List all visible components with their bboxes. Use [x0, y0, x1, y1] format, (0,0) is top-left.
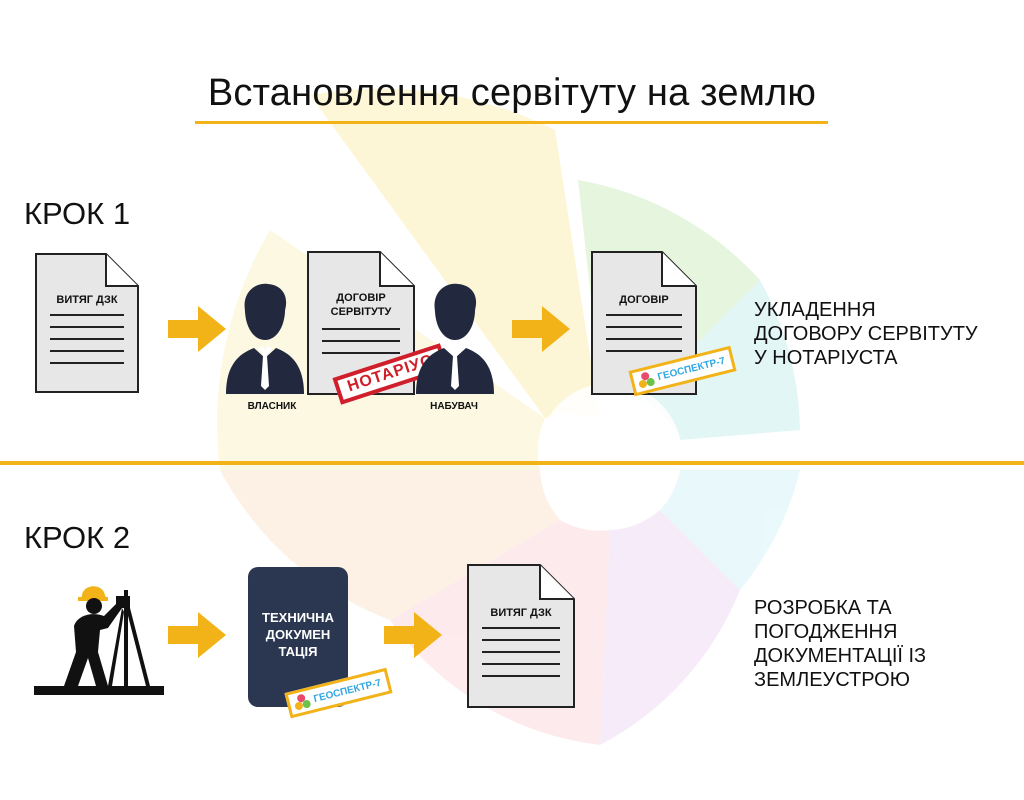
geospektr-logo-icon — [638, 372, 655, 388]
document-icon — [307, 251, 415, 395]
acquirer-person-icon — [416, 283, 494, 394]
doc-contract: ДОГОВІР СЕРВІТУТУ — [306, 250, 416, 396]
doc-result-extract: ВИТЯГ ДЗК — [466, 563, 576, 709]
owner-label: ВЛАСНИК — [247, 401, 297, 412]
document-icon — [591, 251, 697, 395]
doc-extract: ВИТЯГ ДЗК — [34, 252, 140, 394]
step1-caption-line: У НОТАРІУСТА — [754, 347, 898, 369]
arrow-right-icon — [168, 306, 226, 352]
doc-extract-title: ВИТЯГ ДЗК — [56, 294, 118, 306]
step2-label: КРОК 2 — [24, 520, 131, 555]
doc-result-contract-title: ДОГОВІР — [619, 294, 669, 306]
step2-caption-line: ПОГОДЖЕННЯ — [754, 621, 898, 643]
step2-caption-line: РОЗРОБКА ТА — [754, 597, 892, 619]
step1-caption: УКЛАДЕННЯ ДОГОВОРУ СЕРВІТУТУ У НОТАРІУСТ… — [754, 298, 978, 370]
title-underline — [195, 121, 828, 124]
page-title: Встановлення сервітуту на землю — [207, 72, 817, 114]
document-icon — [467, 564, 575, 708]
step2-caption-line: ЗЕМЛЕУСТРОЮ — [754, 669, 910, 691]
step1-caption-line: УКЛАДЕННЯ — [754, 299, 876, 321]
steps-divider — [0, 461, 1024, 465]
geospektr-logo-icon — [294, 694, 311, 710]
tech-doc-line: ТЕХНИЧНА — [262, 610, 334, 625]
doc-result-contract: ДОГОВІР — [590, 250, 698, 396]
brand-badge-step1: ГЕОСПЕКТР-7 — [628, 345, 737, 397]
acquirer-label: НАБУВАЧ — [430, 401, 478, 412]
tech-doc-line: ТАЦІЯ — [278, 644, 318, 659]
doc-contract-title-2: СЕРВІТУТУ — [330, 306, 392, 318]
doc-contract-title-1: ДОГОВІР — [336, 292, 386, 304]
owner-person-icon — [226, 283, 304, 394]
document-icon — [35, 253, 139, 393]
doc-result-extract-title: ВИТЯГ ДЗК — [490, 607, 552, 619]
arrow-right-icon — [168, 612, 226, 658]
arrow-right-icon — [512, 306, 570, 352]
brand-badge-step2: ГЕОСПЕКТР-7 — [284, 667, 393, 719]
arrow-right-icon — [384, 612, 442, 658]
step1-caption-line: ДОГОВОРУ СЕРВІТУТУ — [754, 323, 978, 345]
tech-doc-line: ДОКУМЕН — [265, 627, 331, 642]
step1-label: КРОК 1 — [24, 196, 131, 231]
step2-caption: РОЗРОБКА ТА ПОГОДЖЕННЯ ДОКУМЕНТАЦІЇ ІЗ З… — [754, 596, 926, 692]
step2-caption-line: ДОКУМЕНТАЦІЇ ІЗ — [754, 645, 927, 667]
surveyor-theodolite-icon — [34, 586, 164, 695]
tech-doc-text: ТЕХНИЧНА ДОКУМЕН ТАЦІЯ — [248, 609, 348, 660]
